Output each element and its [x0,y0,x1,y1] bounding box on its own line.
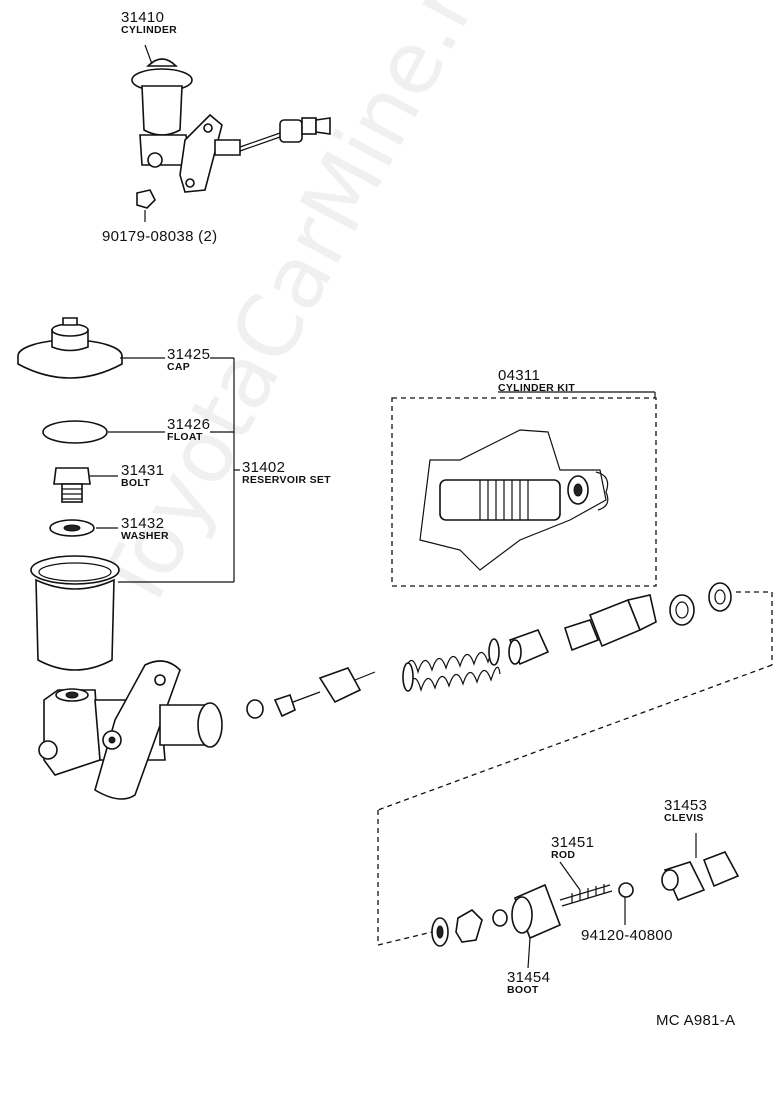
part-90179-number: 90179-08038 (2) [102,228,218,245]
part-31453-name: CLEVIS [664,812,704,824]
part-31432-name: WASHER [121,530,169,542]
reservoir-drawing [30,555,120,671]
part-31402-name: RESERVOIR SET [242,474,331,486]
part-31431-name: BOLT [121,477,150,489]
part-31451-label: 31451 ROD [551,835,594,861]
cylinder-assembly-drawing [131,58,331,222]
part-31451-name: ROD [551,849,576,861]
part-31426-name: FLOAT [167,431,203,443]
part-31431-label: 31431 BOLT [121,463,164,489]
part-31454-name: BOOT [507,984,539,996]
washer-drawing [49,519,95,537]
part-31410-number: 31410 [121,9,165,26]
float-drawing [42,420,108,444]
part-31454-number: 31454 [507,969,551,986]
spring-drawing [402,638,501,693]
reservoir-set-bracket [90,357,240,583]
cylinder-body-drawing [38,660,223,800]
cylinder-kit-box [391,391,657,587]
part-31432-number: 31432 [121,515,165,532]
cap-drawing [17,317,123,379]
internal-parts-drawing [246,667,376,719]
part-31426-number: 31426 [167,416,211,433]
part-94120-number: 94120-40800 [581,927,673,944]
part-31410-name: CYLINDER [121,24,178,36]
part-31454-label: 31454 BOOT [507,970,550,996]
part-31453-number: 31453 [664,797,708,814]
part-31426-label: 31426 FLOAT [167,417,210,443]
part-04311-name: CYLINDER KIT [498,382,576,394]
part-04311-label: 04311 CYLINDER KIT [498,368,575,394]
part-31431-number: 31431 [121,462,165,479]
figure-code: MC A981-A [656,1012,736,1029]
part-31453-label: 31453 CLEVIS [664,798,707,824]
part-31402-label: 31402 RESERVOIR SET [242,460,331,486]
rod-group-connector [377,591,773,946]
part-31425-number: 31425 [167,346,211,363]
part-31451-number: 31451 [551,834,595,851]
piston-drawing [508,582,732,666]
part-31425-name: CAP [167,361,191,373]
bolt-drawing [53,467,91,503]
part-31432-label: 31432 WASHER [121,516,169,542]
part-04311-number: 04311 [498,367,541,384]
rod-group-drawing [431,833,740,947]
part-31402-number: 31402 [242,459,286,476]
part-31425-label: 31425 CAP [167,347,210,373]
part-31410-label: 31410 CYLINDER [121,10,177,36]
